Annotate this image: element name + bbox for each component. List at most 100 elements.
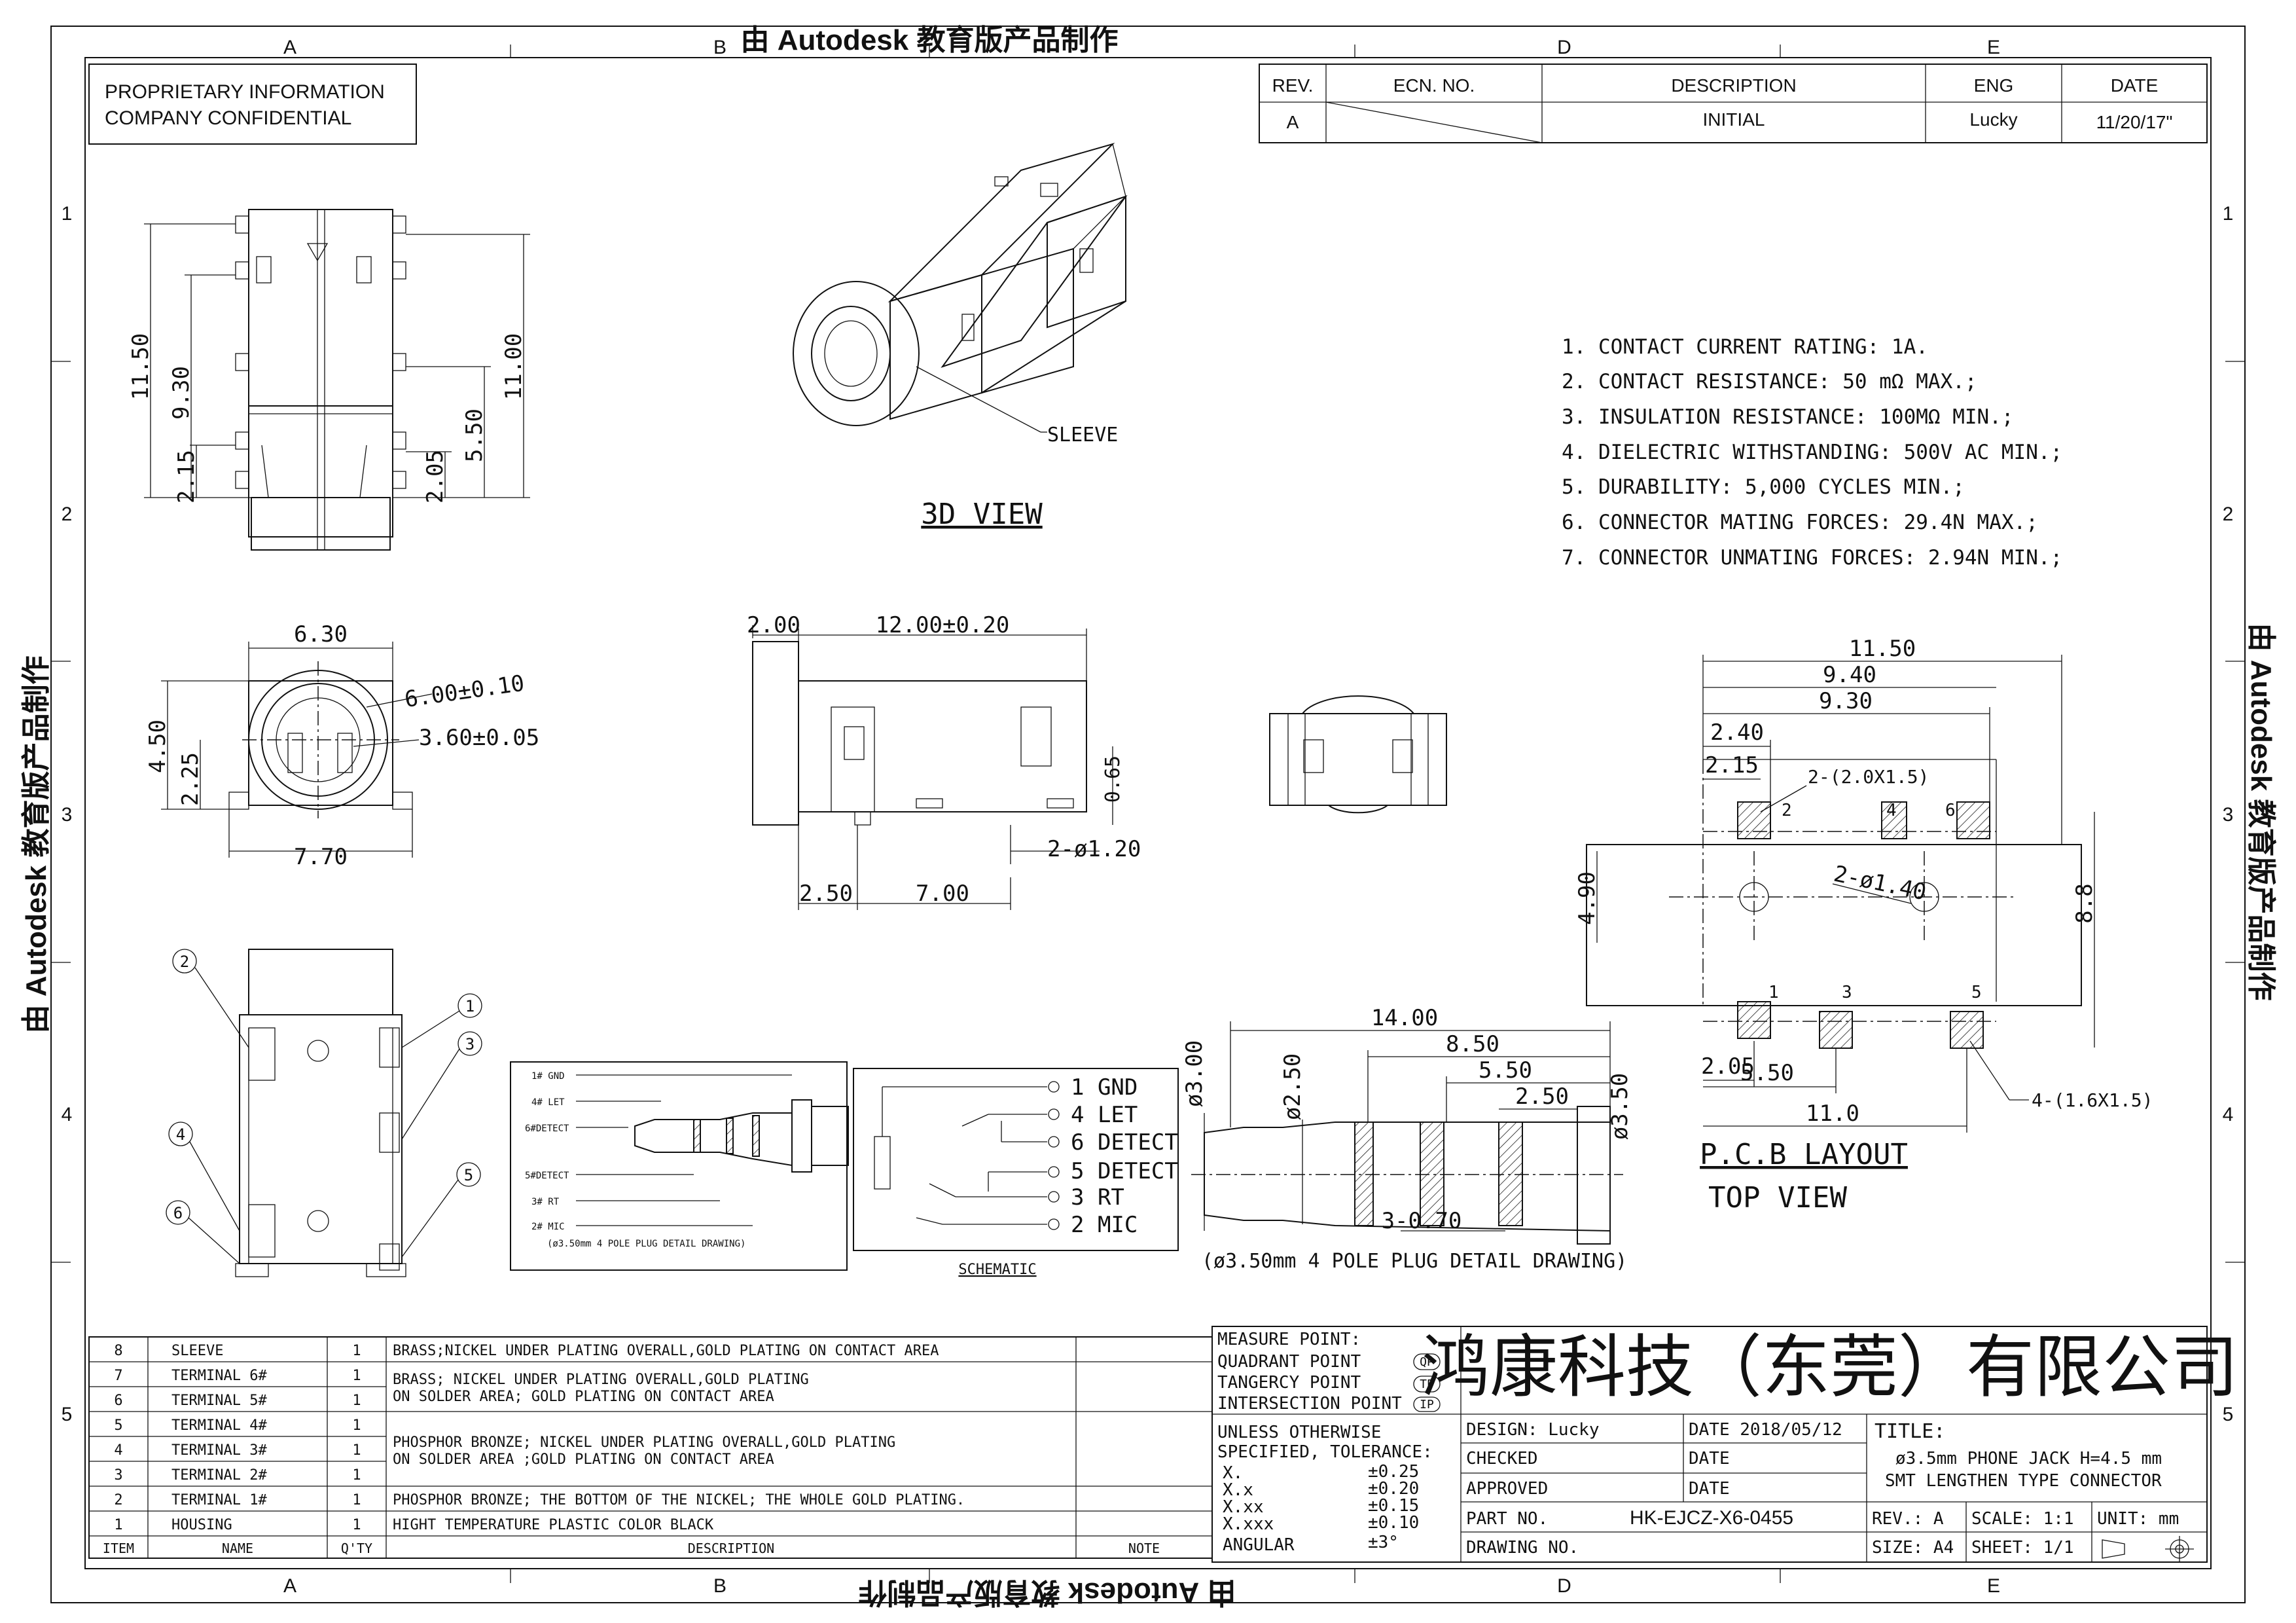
rev-header-ecn: ECN. NO.	[1393, 75, 1475, 96]
bom-name: TERMINAL 5#	[171, 1393, 267, 1409]
approved-date: DATE	[1689, 1479, 1730, 1499]
outer-frame	[50, 26, 2246, 1603]
zone-row-1-right: 1	[2223, 203, 2234, 225]
plug-detail-box	[510, 1061, 849, 1271]
pcb-dim-9-40: 9.40	[1823, 662, 1876, 688]
pcb-dim-pad-1-6x1-5: 4-(1.6X1.5)	[2032, 1089, 2153, 1111]
zone-row-3: 3	[62, 804, 73, 826]
front-dim-6-30: 6.30	[294, 621, 348, 647]
bom-header-name: NAME	[222, 1541, 253, 1556]
proprietary-line-1: PROPRIETARY INFORMATION	[105, 81, 385, 103]
pcb-pin-4: 4	[1886, 801, 1897, 820]
pcb-dim-5-50: 5.50	[1740, 1060, 1794, 1086]
plug-dim-8-50: 8.50	[1446, 1031, 1499, 1057]
note-2: 2. CONTACT RESISTANCE: 50 mΩ MAX.;	[1562, 370, 1977, 393]
pcb-pad-6	[1956, 801, 1990, 839]
bom-desc-terminal-1: PHOSPHOR BRONZE; THE BOTTOM OF THE NICKE…	[393, 1492, 965, 1508]
bom-name: TERMINAL 4#	[171, 1417, 267, 1434]
top-dim-5-50: 5.50	[461, 409, 488, 462]
watermark-left: 由 Autodesk 教育版产品制作	[20, 656, 52, 1034]
drawing-no-label: DRAWING NO.	[1466, 1538, 1579, 1558]
schematic-gnd: 1 GND	[1071, 1074, 1138, 1101]
part-no: HK-EJCZ-X6-0455	[1630, 1507, 1793, 1529]
bom-header-qty: Q'TY	[341, 1541, 372, 1556]
tol-x3-label: X.xxx	[1223, 1514, 1274, 1534]
pcb-dim-2-phi-1-40: 2-ø1.40	[1831, 861, 1928, 906]
pcb-pin-3: 3	[1842, 983, 1852, 1002]
balloon-5: 5	[464, 1166, 473, 1184]
bom-name: TERMINAL 3#	[171, 1442, 267, 1459]
plug-dim-2-50: 2.50	[1515, 1084, 1569, 1110]
top-dim-11-00: 11.00	[501, 333, 527, 400]
watermark-right: 由 Autodesk 教育版产品制作	[2245, 623, 2277, 1001]
pcb-dim-2-40: 2.40	[1710, 720, 1764, 746]
schematic-mic: 2 MIC	[1071, 1212, 1138, 1238]
balloon-1: 1	[465, 997, 475, 1015]
intersection-point: INTERSECTION POINT	[1217, 1394, 1402, 1413]
front-dim-7-70: 7.70	[294, 844, 348, 870]
front-dim-6-00: 6.00±0.10	[403, 670, 526, 713]
bom-desc-brass-2: ON SOLDER AREA; GOLD PLATING ON CONTACT …	[393, 1389, 774, 1405]
pin-side-view	[235, 949, 406, 1277]
zone-row-1: 1	[62, 203, 73, 225]
bom-desc-sleeve: BRASS;NICKEL UNDER PLATING OVERALL,GOLD …	[393, 1343, 939, 1359]
rev-header-description: DESCRIPTION	[1671, 75, 1796, 96]
bom-qty: 1	[352, 1442, 361, 1459]
bom-desc-brass-1: BRASS; NICKEL UNDER PLATING OVERALL,GOLD…	[393, 1372, 809, 1388]
balloon-3: 3	[465, 1035, 475, 1053]
tangercy-point: TANGERCY POINT	[1217, 1373, 1361, 1393]
zone-row-4-right: 4	[2223, 1104, 2234, 1125]
plug-dim-phi-2-50: ø2.50	[1280, 1053, 1306, 1120]
bom-desc-phosphor-1: PHOSPHOR BRONZE; NICKEL UNDER PLATING OV…	[393, 1434, 895, 1451]
rev-cell-rev: A	[1287, 112, 1299, 132]
zone-ticks	[51, 45, 2245, 1583]
plug-dim-3-0-70: 3-0.70	[1382, 1208, 1462, 1234]
bom-name: HOUSING	[171, 1517, 232, 1533]
bom-header-note: NOTE	[1128, 1541, 1160, 1556]
schematic-rt: 3 RT	[1071, 1184, 1124, 1211]
revision-table: REV. ECN. NO. DESCRIPTION ENG DATE A INI…	[1259, 64, 2208, 143]
side-dim-2-50: 2.50	[799, 881, 853, 907]
bom-item: 4	[114, 1442, 122, 1459]
company-name: 鸿康科技（东莞）有限公司	[1422, 1330, 2238, 1406]
bom-qty: 1	[352, 1417, 361, 1434]
side-dim-2-phi-1-20: 2-ø1.20	[1047, 836, 1141, 862]
pcb-layout	[1586, 655, 2095, 1133]
side-dim-12-00: 12.00±0.20	[876, 612, 1010, 638]
bom-name: TERMINAL 2#	[171, 1467, 267, 1484]
bom-qty: 1	[352, 1517, 361, 1533]
plug-label-detect6: 6#DETECT	[525, 1123, 569, 1134]
plug-dim-14-00: 14.00	[1371, 1005, 1438, 1031]
schematic-let: 4 LET	[1071, 1102, 1138, 1128]
pcb-dim-11-0: 11.0	[1806, 1101, 1859, 1127]
callout-balloons	[166, 949, 482, 1264]
watermark-top: 由 Autodesk 教育版产品制作	[741, 24, 1119, 56]
measure-point-title: MEASURE POINT:	[1217, 1330, 1361, 1349]
iso-view-label: 3D VIEW	[921, 498, 1043, 531]
inner-frame	[84, 57, 2212, 1569]
pcb-dim-2-15: 2.15	[1705, 752, 1759, 778]
pcb-pad-2	[1737, 801, 1771, 839]
note-4: 4. DIELECTRIC WITHSTANDING: 500V AC MIN.…	[1562, 441, 2062, 464]
note-1: 1. CONTACT CURRENT RATING: 1A.	[1562, 335, 1928, 359]
plug-dim-phi-3-00: ø3.00	[1181, 1040, 1208, 1107]
bom-header-item: ITEM	[103, 1541, 134, 1556]
rev-value: REV.: A	[1872, 1509, 1944, 1529]
bom-table	[88, 1336, 1213, 1559]
iso-callout-sleeve: SLEEVE	[1047, 424, 1118, 447]
rev-cell-eng: Lucky	[1969, 109, 2017, 130]
plug-label-rt: 3# RT	[531, 1197, 560, 1207]
rev-cell-description: INITIAL	[1703, 109, 1765, 130]
notes-list: 1. CONTACT CURRENT RATING: 1A. 2. CONTAC…	[1562, 335, 2062, 570]
top-dim-9-30: 9.30	[168, 366, 194, 420]
bom-item: 6	[114, 1393, 122, 1409]
pcb-layout-subtitle: TOP VIEW	[1708, 1181, 1847, 1214]
sheet-value: SHEET: 1/1	[1971, 1538, 2074, 1558]
bom-desc-housing: HIGHT TEMPERATURE PLASTIC COLOR BLACK	[393, 1517, 714, 1533]
bom-qty: 1	[352, 1343, 361, 1359]
zone-row-4: 4	[62, 1104, 73, 1125]
plug-label-let: 4# LET	[531, 1097, 565, 1108]
plug-label-detect5: 5#DETECT	[525, 1171, 569, 1181]
pcb-dim-11-50: 11.50	[1849, 636, 1916, 662]
